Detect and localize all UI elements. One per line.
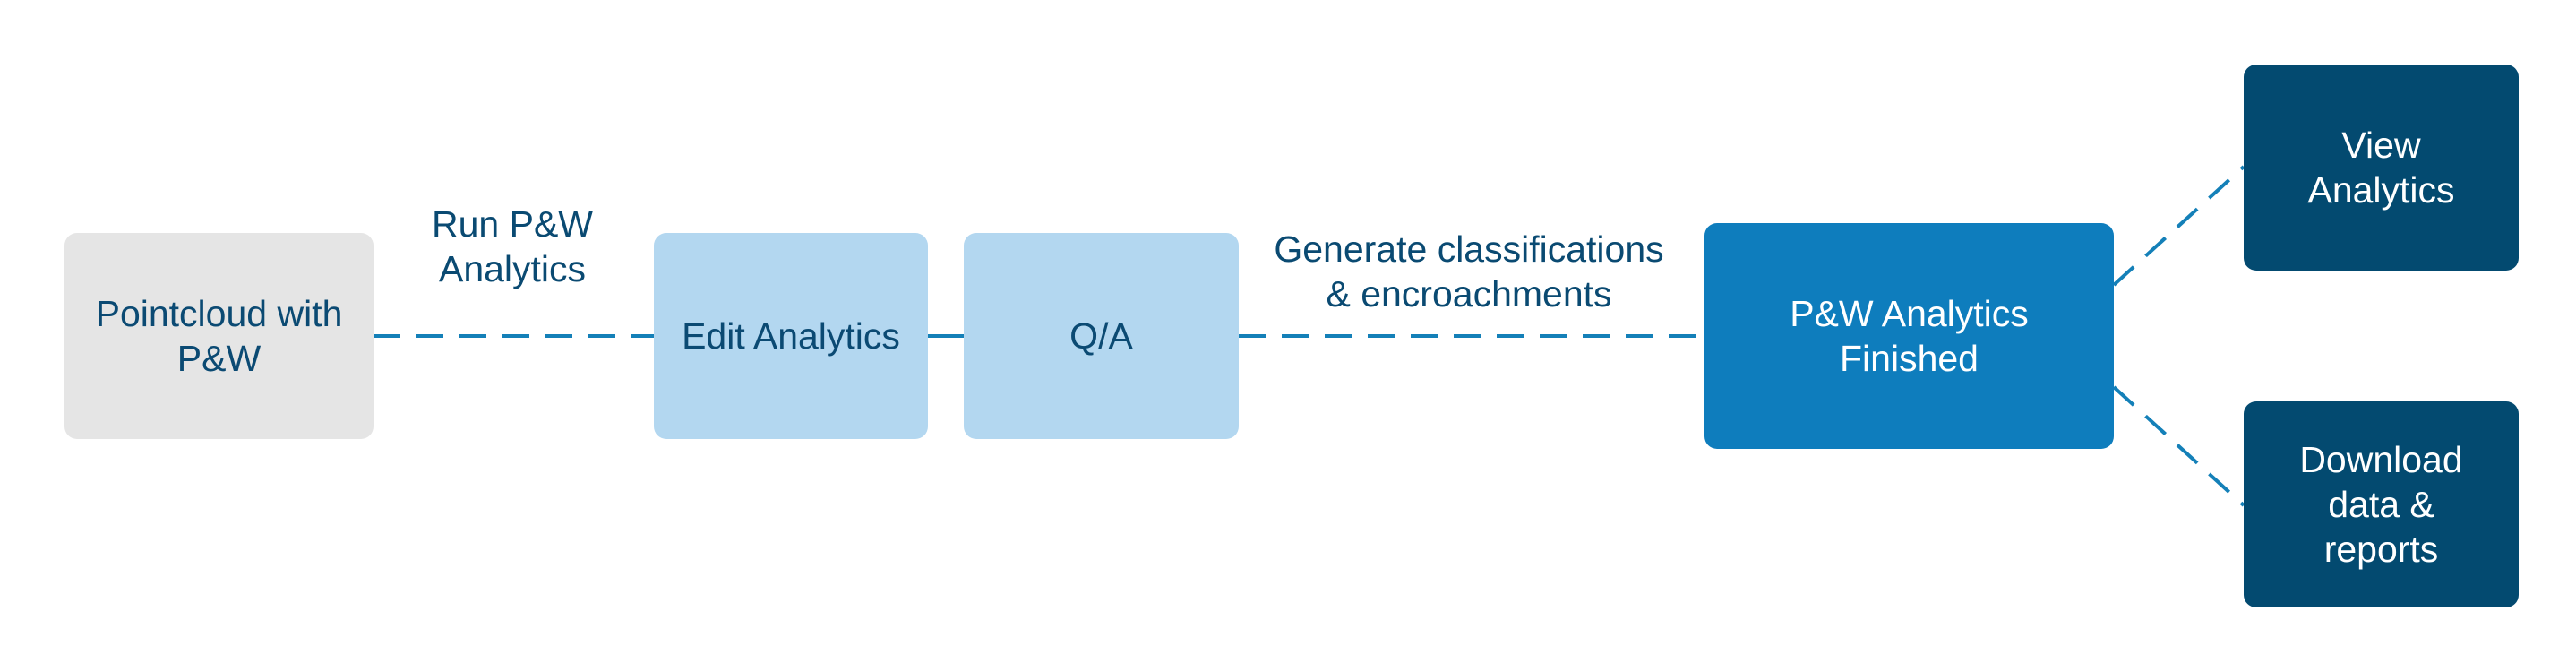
node-analytics-finished: P&W Analytics Finished	[1704, 223, 2114, 449]
node-view-analytics: View Analytics	[2244, 65, 2519, 271]
node-download-reports: Download data & reports	[2244, 401, 2519, 607]
node-qa: Q/A	[964, 233, 1239, 439]
connector-finished-download	[2112, 385, 2245, 507]
node-pointcloud: Pointcloud with P&W	[64, 233, 374, 439]
edge-label-generate-classifications: Generate classifications & encroachments	[1274, 228, 1664, 314]
connector-finished-view	[2112, 165, 2245, 287]
node-edit-analytics: Edit Analytics	[654, 233, 928, 439]
edge-label-run-analytics: Run P&W Analytics	[432, 203, 593, 289]
